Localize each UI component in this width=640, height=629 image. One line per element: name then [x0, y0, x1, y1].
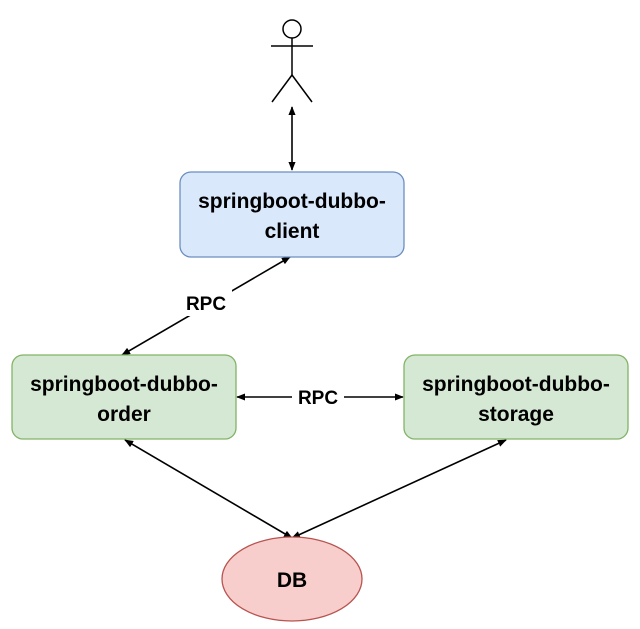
storage-box [403, 354, 629, 440]
actor-head [282, 19, 302, 39]
client-label-line-2: client [265, 220, 320, 243]
client-box [179, 171, 405, 258]
storage-label-line-2: storage [478, 403, 554, 426]
node-order[interactable]: springboot-dubbo- order [11, 354, 237, 440]
user-actor-icon [271, 19, 313, 103]
client-label-line-1: springboot-dubbo- [198, 190, 386, 213]
edge-label-order-storage: RPC [292, 384, 344, 410]
edge-label-bg [180, 290, 232, 316]
order-label-line-1: springboot-dubbo- [30, 373, 218, 396]
db-label: DB [277, 569, 307, 592]
order-box [11, 354, 237, 440]
actor-right-leg [291, 74, 313, 103]
node-storage[interactable]: springboot-dubbo- storage [403, 354, 629, 440]
node-db[interactable]: DB [221, 536, 363, 622]
edge-label-bg [292, 384, 344, 410]
rpc-label-order-storage: RPC [298, 388, 338, 409]
rpc-label-client-order: RPC [186, 294, 226, 315]
edge-storage-db [291, 439, 507, 539]
db-ellipse [221, 536, 363, 622]
actor-left-leg [271, 74, 293, 103]
node-client[interactable]: springboot-dubbo- client [179, 171, 405, 258]
edge-label-client-order: RPC [180, 290, 232, 316]
order-label-line-2: order [97, 403, 151, 426]
edge-order-db [124, 439, 293, 539]
storage-label-line-1: springboot-dubbo- [422, 373, 610, 396]
